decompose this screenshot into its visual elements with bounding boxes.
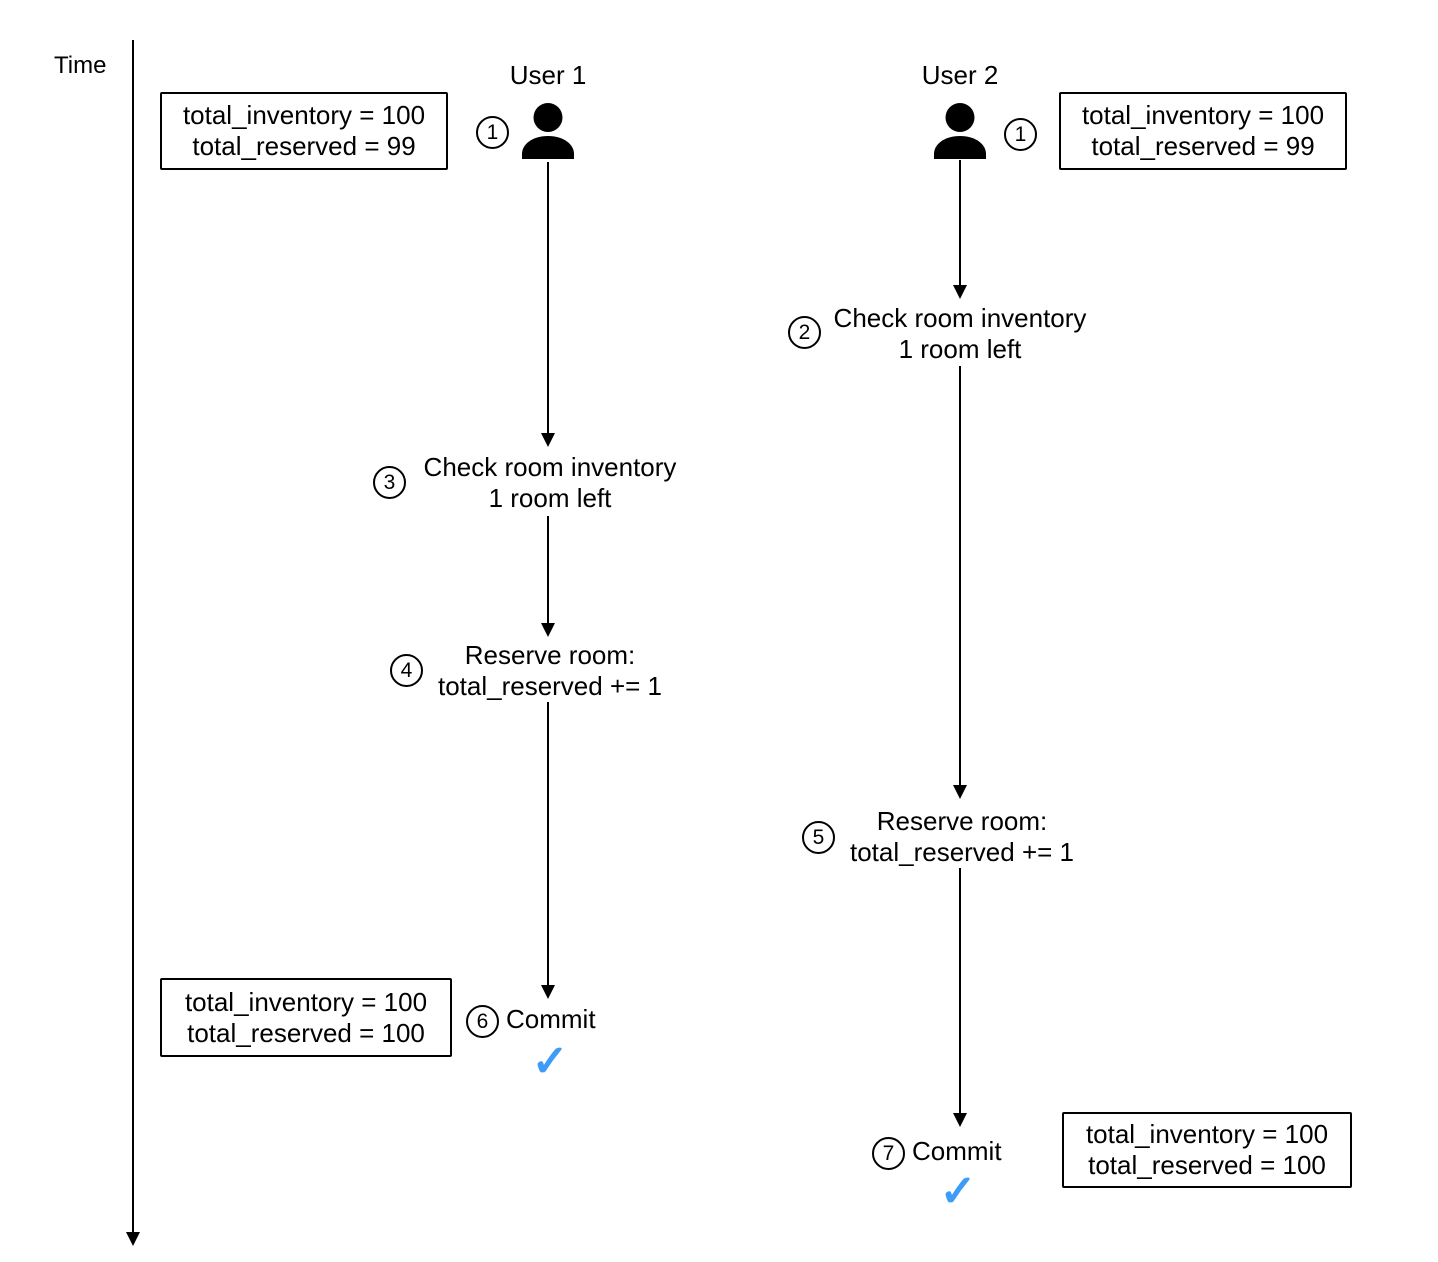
step-line: Reserve room: bbox=[876, 806, 1048, 836]
user1-timeline-arrow-1 bbox=[541, 162, 555, 447]
step-badge-1-user2: 1 bbox=[1004, 118, 1037, 151]
user2-person-icon bbox=[932, 102, 988, 160]
step-line: 1 room left bbox=[898, 334, 1022, 364]
step-badge-3: 3 bbox=[373, 466, 406, 499]
step-line: total_reserved += 1 bbox=[849, 837, 1075, 867]
user2-timeline-arrow-1 bbox=[953, 160, 967, 299]
state-line: total_reserved = 99 bbox=[192, 131, 416, 161]
user2-timeline-arrow-3 bbox=[953, 868, 967, 1127]
user1-person-icon bbox=[520, 102, 576, 160]
user1-timeline-arrow-2 bbox=[541, 516, 555, 637]
state-box-user2-initial: total_inventory = 100 total_reserved = 9… bbox=[1059, 92, 1347, 170]
step-2-text: Check room inventory 1 room left bbox=[810, 303, 1110, 365]
user1-label: User 1 bbox=[509, 60, 587, 90]
user1-timeline-arrow-3 bbox=[541, 702, 555, 999]
state-line: total_reserved = 100 bbox=[187, 1017, 425, 1048]
step-badge-5: 5 bbox=[802, 821, 835, 854]
step-badge-7: 7 bbox=[872, 1137, 905, 1170]
state-line: total_reserved = 100 bbox=[1088, 1150, 1326, 1180]
step-badge-4: 4 bbox=[390, 654, 423, 687]
state-box-user2-final: total_inventory = 100 total_reserved = 1… bbox=[1062, 1112, 1352, 1188]
user2-timeline-arrow-2 bbox=[953, 366, 967, 799]
state-line: total_inventory = 100 bbox=[1085, 1119, 1329, 1149]
step-line: 1 room left bbox=[488, 483, 612, 513]
state-box-user1-initial: total_inventory = 100 total_reserved = 9… bbox=[160, 92, 448, 170]
time-axis-label: Time bbox=[54, 52, 107, 79]
user2-commit-check-icon: ✓ bbox=[939, 1167, 977, 1216]
state-line: total_inventory = 100 bbox=[184, 986, 428, 1017]
step-line: Reserve room: bbox=[464, 640, 636, 670]
step-4-text: Reserve room: total_reserved += 1 bbox=[400, 640, 700, 702]
state-box-user1-final: total_inventory = 100 total_reserved = 1… bbox=[160, 978, 452, 1057]
state-line: total_reserved = 99 bbox=[1091, 131, 1315, 161]
user1-commit-check-icon: ✓ bbox=[531, 1037, 569, 1086]
user2-label: User 2 bbox=[921, 60, 999, 90]
step-line: Check room inventory bbox=[833, 303, 1087, 333]
step-badge-1-user1: 1 bbox=[476, 116, 509, 149]
step-badge-2: 2 bbox=[788, 316, 821, 349]
time-axis-down-arrow-icon bbox=[126, 40, 140, 1246]
user1-commit-label: Commit bbox=[506, 1004, 596, 1034]
step-3-text: Check room inventory 1 room left bbox=[400, 452, 700, 514]
step-line: total_reserved += 1 bbox=[437, 671, 663, 701]
step-badge-6: 6 bbox=[466, 1005, 499, 1038]
step-5-text: Reserve room: total_reserved += 1 bbox=[812, 806, 1112, 868]
state-line: total_inventory = 100 bbox=[1081, 100, 1325, 130]
step-line: Check room inventory bbox=[423, 452, 677, 482]
user2-commit-label: Commit bbox=[912, 1136, 1002, 1166]
state-line: total_inventory = 100 bbox=[182, 100, 426, 130]
